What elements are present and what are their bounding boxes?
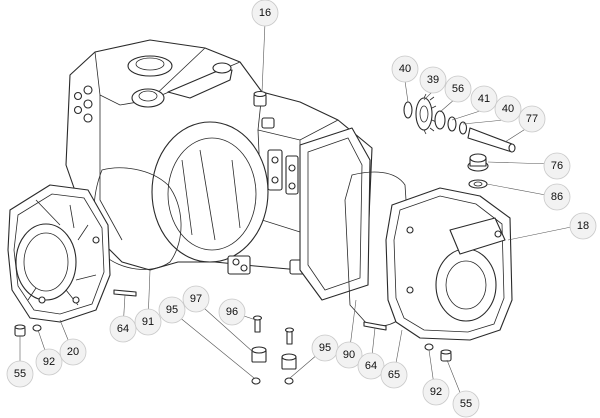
nut-95-right [284, 377, 294, 385]
callout-label: 40 [502, 103, 514, 115]
nut-55-left [14, 324, 26, 337]
callout-55-b: 55 [452, 390, 480, 418]
callout-39: 39 [419, 66, 447, 94]
washer-92-right [424, 343, 434, 351]
stud-64-left [113, 289, 137, 297]
callout-16: 16 [251, 0, 279, 27]
callout-label: 41 [478, 93, 490, 105]
callout-95-a: 95 [158, 296, 186, 324]
callout-95-b: 95 [311, 334, 339, 362]
callout-56: 56 [444, 75, 472, 103]
bolt-96 [252, 315, 263, 333]
callout-64-b: 64 [357, 352, 385, 380]
callout-label: 90 [343, 349, 355, 361]
callout-label: 16 [259, 7, 271, 19]
callout-label: 65 [388, 369, 400, 381]
callout-label: 20 [67, 346, 79, 358]
callout-65: 65 [380, 361, 408, 389]
bolt-95-top [284, 327, 295, 345]
callout-label: 76 [551, 160, 563, 172]
callout-label: 77 [526, 113, 538, 125]
plug-76 [467, 153, 489, 172]
bushing-97 [251, 346, 267, 363]
bushing-97b [281, 353, 297, 370]
callout-40-b: 40 [494, 95, 522, 123]
callout-18: 18 [569, 212, 597, 240]
callout-label: 56 [452, 83, 464, 95]
callout-label: 40 [399, 63, 411, 75]
callout-label: 64 [117, 323, 129, 335]
callout-label: 55 [460, 398, 472, 410]
callout-label: 96 [226, 306, 238, 318]
stud-64-right [363, 321, 387, 331]
callout-55-a: 55 [6, 360, 34, 388]
washer-86 [468, 179, 488, 189]
nut-55-right [440, 349, 452, 362]
callout-86: 86 [543, 183, 571, 211]
washer-86-hole [473, 181, 483, 187]
callout-label: 91 [142, 316, 154, 328]
rear-cover-18 [385, 187, 513, 341]
callout-76: 76 [543, 152, 571, 180]
front-cover-20 [7, 184, 111, 323]
callout-label: 92 [43, 356, 55, 368]
callout-label: 86 [551, 191, 563, 203]
nut-95-left [251, 377, 261, 385]
callout-label: 18 [577, 220, 589, 232]
washer-92-left [32, 324, 42, 332]
callout-label: 92 [430, 386, 442, 398]
callout-label: 95 [166, 304, 178, 316]
callout-40-a: 40 [391, 55, 419, 83]
callout-label: 97 [190, 293, 202, 305]
callout-96: 96 [218, 298, 246, 326]
callout-41: 41 [470, 85, 498, 113]
callout-64-a: 64 [109, 315, 137, 343]
callout-90: 90 [335, 341, 363, 369]
callout-label: 64 [365, 360, 377, 372]
callout-92-a: 92 [35, 348, 63, 376]
callout-label: 39 [427, 74, 439, 86]
callout-97: 97 [182, 285, 210, 313]
callout-label: 55 [14, 368, 26, 380]
callout-label: 95 [319, 342, 331, 354]
callout-92-b: 92 [422, 378, 450, 406]
shaft-assembly [403, 93, 516, 153]
callout-77: 77 [518, 105, 546, 133]
callout-91: 91 [134, 308, 162, 336]
callout-20: 20 [59, 338, 87, 366]
